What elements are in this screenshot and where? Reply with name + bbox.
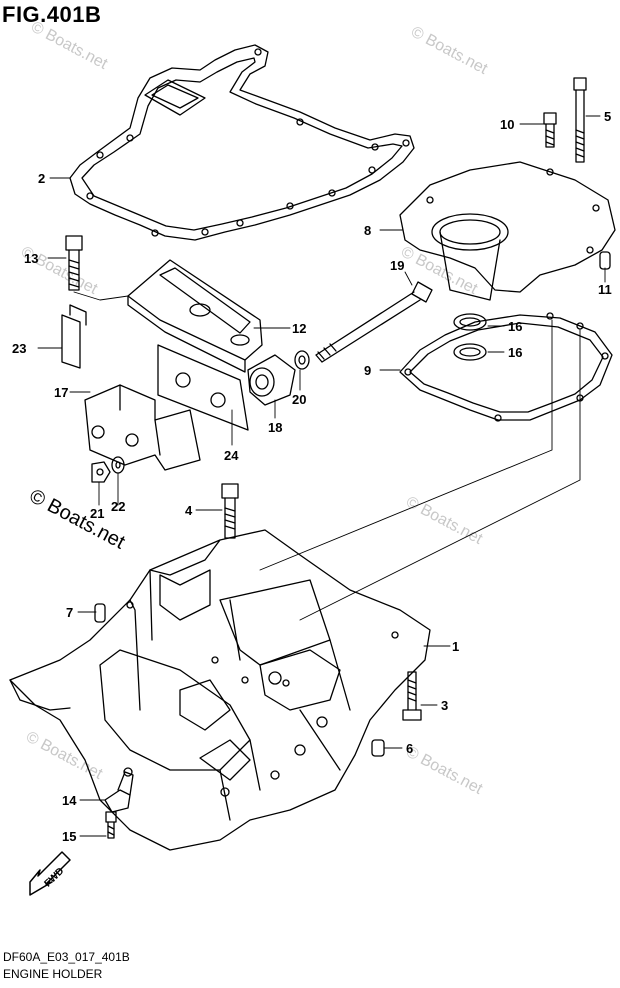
callout-11: 11 [598,282,612,297]
part-23-clip [61,304,87,369]
callout-8: 8 [364,223,371,238]
part-4-bolt [221,483,239,539]
callout-17: 17 [54,385,68,400]
callout-5: 5 [604,109,611,124]
part-10-bolt [543,112,557,148]
part-18-bushing [247,354,296,406]
callout-23: 23 [12,341,26,356]
part-16-o-ring [453,313,487,361]
callout-2: 2 [38,171,45,186]
callout-9: 9 [364,363,371,378]
part-24-plate [157,344,249,431]
callout-6: 6 [406,741,413,756]
part-6-dowel-pin [371,739,385,757]
part-22-washer [111,456,125,474]
callout-19: 19 [390,258,404,273]
callout-18: 18 [268,420,282,435]
part-3-bolt [402,671,422,721]
figure-code: DF60A_E03_017_401B [3,950,130,964]
part-20-washer [294,350,310,370]
leader-lines [37,115,606,837]
fwd-label: FWD [42,866,66,890]
callout-14: 14 [62,793,77,808]
part-13-bolt [65,235,83,291]
part-7-dowel-pin [94,603,106,623]
callout-22: 22 [111,499,125,514]
callout-labels: 1 2 3 4 5 6 7 8 9 10 11 12 13 14 15 16 1… [12,109,612,844]
watermarks: © Boats.net © Boats.net © Boats.net © Bo… [18,19,490,799]
figure-name: ENGINE HOLDER [3,967,103,981]
callout-7: 7 [66,605,73,620]
figure-title: FIG.401B [2,2,102,27]
part-2-gasket [69,44,415,241]
callout-12: 12 [292,321,306,336]
watermark-text: © Boats.net [23,729,105,784]
watermark-text-dark: © Boats.net [26,485,129,554]
part-21-nut [91,461,111,483]
part-1-engine-holder [9,529,431,851]
callout-20: 20 [292,392,306,407]
watermark-text: © Boats.net [403,744,485,799]
watermark-text: © Boats.net [403,494,485,549]
watermark-text: © Boats.net [398,244,480,299]
part-19-long-bolt [315,281,433,363]
callout-3: 3 [441,698,448,713]
part-17-mount-block [84,384,201,471]
callout-13: 13 [24,251,38,266]
callout-21: 21 [90,506,104,521]
part-5-bolt [573,77,587,163]
callout-15: 15 [62,829,76,844]
part-12-mount-bracket [127,259,263,373]
watermark-text: © Boats.net [408,24,490,79]
callout-16-lower: 16 [508,345,522,360]
part-11-dowel-pin [599,251,611,270]
callout-16-upper: 16 [508,319,522,334]
callout-1: 1 [452,639,459,654]
fwd-arrow: FWD [29,851,71,896]
watermark-text: © Boats.net [28,19,110,74]
part-8-cover [399,161,616,301]
callout-24: 24 [224,448,239,463]
callout-10: 10 [500,117,514,132]
part-14-fitting [104,767,134,813]
callout-4: 4 [185,503,193,518]
part-15-bolt [105,811,117,839]
